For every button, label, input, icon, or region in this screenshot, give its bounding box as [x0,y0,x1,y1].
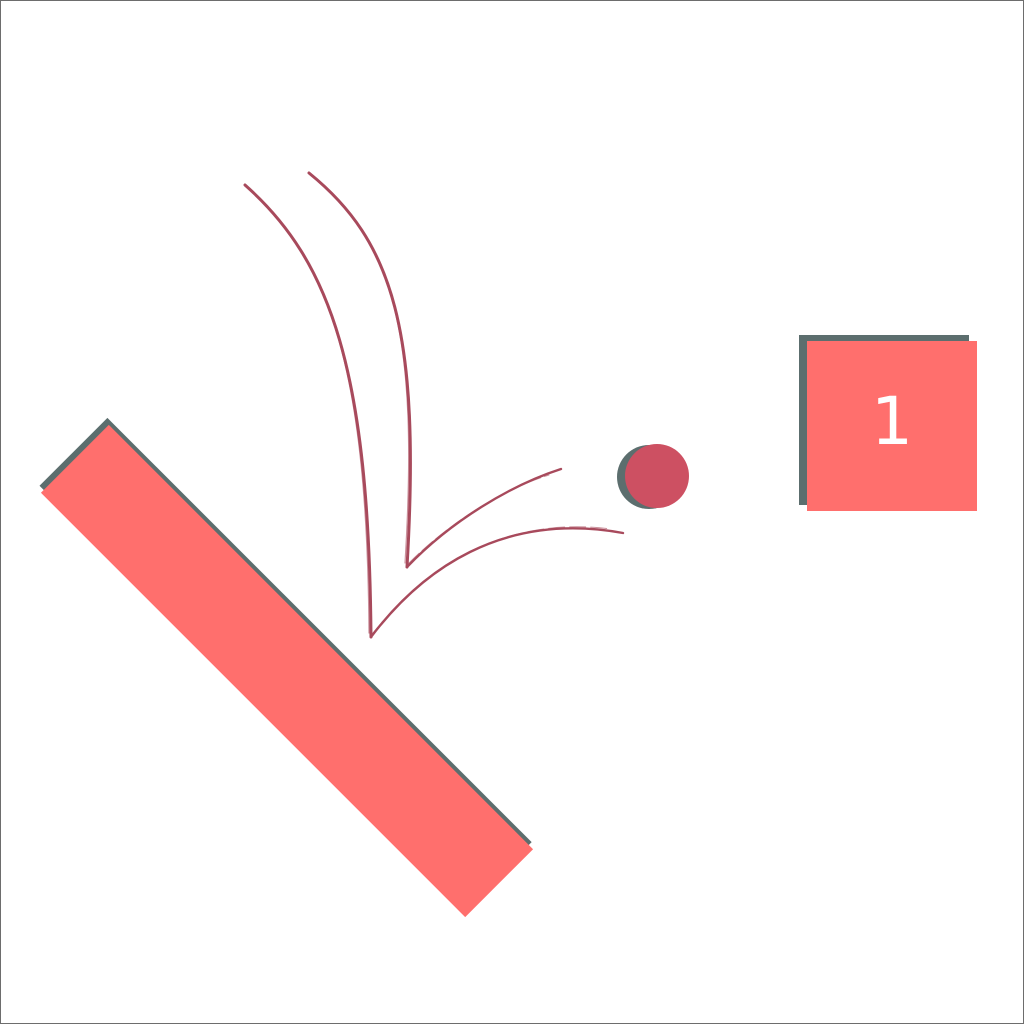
ball [617,444,689,509]
score-box: 1 [799,335,977,511]
score-counter: 1 [807,341,977,511]
curved-arrow-icon [243,171,625,639]
paddle[interactable] [37,417,536,918]
